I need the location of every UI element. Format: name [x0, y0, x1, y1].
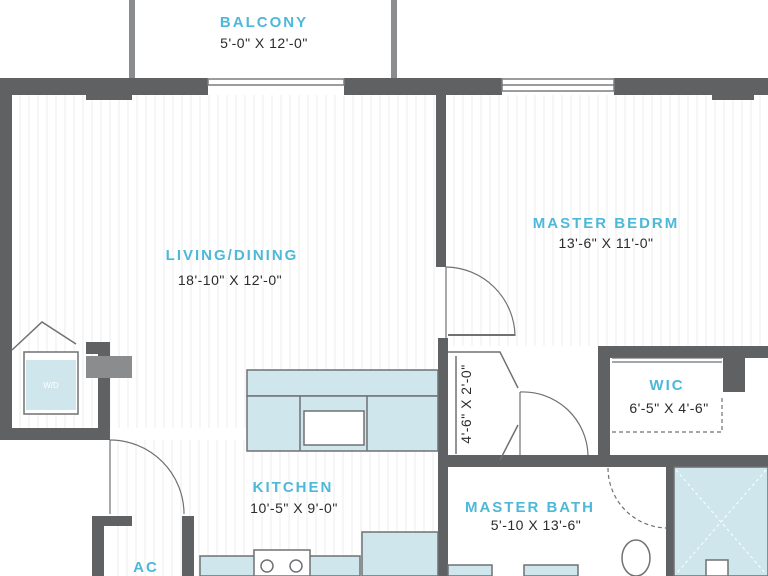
wic-fixtures: [612, 357, 723, 433]
bath-fixtures: [447, 466, 768, 576]
washer-dryer-label: W/D: [43, 381, 59, 390]
washer-dryer-closet: [11, 321, 132, 415]
windows: [207, 78, 615, 92]
kitchen-fixtures: [199, 369, 439, 576]
master-bedroom-dims: 13'-6" X 11'-0": [559, 235, 654, 251]
kitchen-dims: 10'-5" X 9'-0": [250, 500, 338, 516]
balcony-name: BALCONY: [220, 14, 308, 31]
living-dims: 18'-10" X 12'-0": [178, 272, 282, 288]
master-bath-name: MASTER BATH: [465, 499, 595, 516]
balcony-dims: 5'-0" X 12'-0": [220, 35, 308, 51]
master-bath-dims: 5'-10 X 13'-6": [491, 517, 581, 533]
walls: [0, 78, 768, 576]
wic-name: WIC: [649, 377, 684, 394]
room-labels: BALCONY 5'-0" X 12'-0" LIVING/DINING 18'…: [43, 14, 708, 576]
wic-dims: 6'-5" X 4'-6": [629, 400, 708, 416]
door-swings: [109, 266, 667, 529]
master-bedroom-name: MASTER BEDRM: [533, 215, 680, 232]
closet-fixtures: [448, 351, 519, 461]
living-name: LIVING/DINING: [166, 247, 299, 264]
closet-dims: 4'-6" X 2'-0": [458, 364, 474, 443]
ac-name: AC: [133, 559, 159, 576]
floor-texture: [19, 95, 761, 576]
balcony-railing: [129, 0, 397, 78]
kitchen-name: KITCHEN: [253, 479, 334, 496]
